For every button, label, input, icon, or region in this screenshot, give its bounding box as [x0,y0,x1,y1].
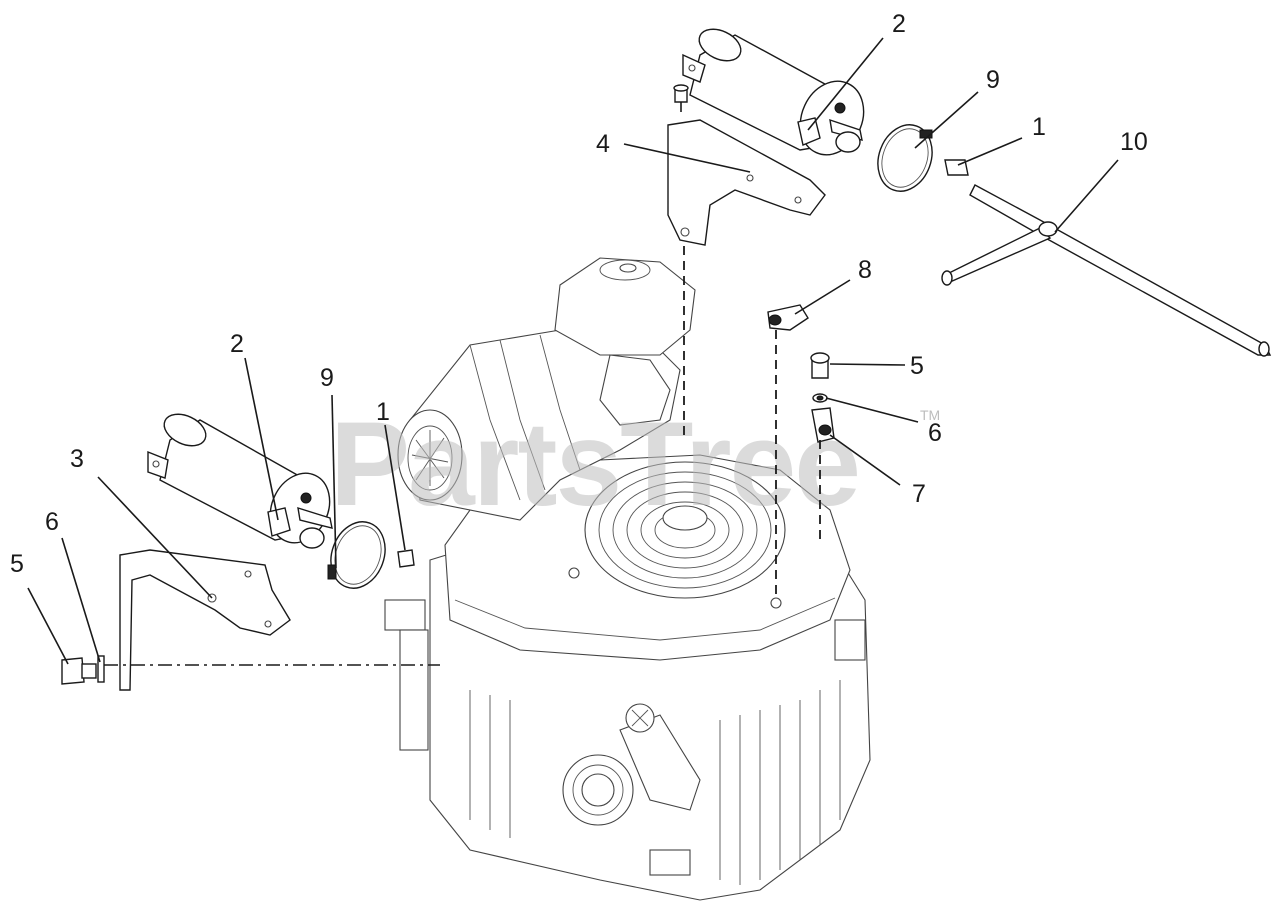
callout-10: 10 [1120,128,1148,156]
hose-10 [969,184,1272,356]
callout-9-top: 9 [986,66,1000,94]
leader-lines [27,37,1119,665]
callout-8: 8 [858,256,872,284]
callout-3: 3 [70,445,84,473]
fitting-1-left [397,549,415,568]
watermark-text: PartsTree [330,397,859,531]
assembly-lines [104,246,821,666]
clamp-9-top [877,124,933,192]
bracket-4 [667,119,826,246]
callout-5-right: 5 [910,352,924,380]
callout-6-left: 6 [45,508,59,536]
callout-7: 7 [912,480,926,508]
callout-6-right: 6 [928,419,942,447]
bolt-5-left [61,657,85,685]
callout-1-left: 1 [376,398,390,426]
watermark-trademark: TM [920,407,940,423]
watermark: PartsTree TM [330,397,940,531]
callout-9-left: 9 [320,364,334,392]
top-reservoir-group [667,28,1272,357]
callout-2-top: 2 [892,10,906,38]
engine-assembly [384,257,871,901]
callout-5-left: 5 [10,550,24,578]
bracket-3 [119,549,291,691]
clamp-9-left [330,521,386,589]
callouts: 2 9 1 10 4 8 5 6 7 2 9 1 3 6 5 [10,10,1148,578]
callout-2-left: 2 [230,330,244,358]
callout-4: 4 [596,130,610,158]
washer-6-left [97,655,105,683]
callout-1-top: 1 [1032,113,1046,141]
